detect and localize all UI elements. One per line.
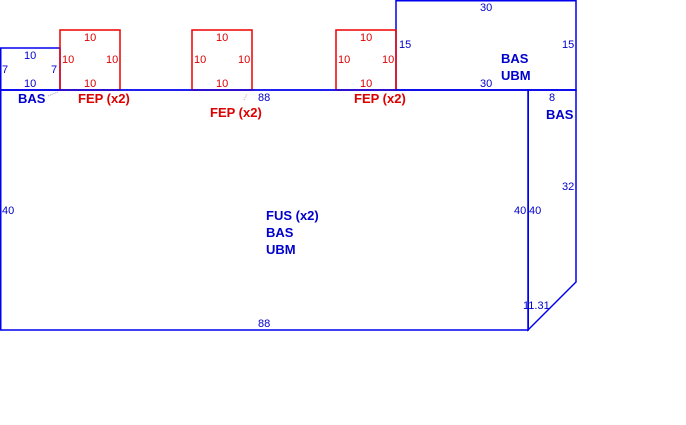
fep-right-dim: 10 <box>238 54 250 66</box>
fep-label: FEP (x2) <box>354 91 406 106</box>
small-bas-top-dim: 10 <box>24 50 36 62</box>
small-bas-label: BAS <box>18 91 46 106</box>
fep-label: FEP (x2) <box>210 105 262 120</box>
fep-bottom-dim: 10 <box>216 78 228 90</box>
fus-label: UBM <box>266 242 296 257</box>
fep-right-dim: 10 <box>382 54 394 66</box>
small-bas-left-dim: 7 <box>2 64 8 76</box>
fep-right-dim: 10 <box>106 54 118 66</box>
fus-left-dim: 40 <box>2 205 14 217</box>
fus-label: BAS <box>266 225 294 240</box>
fus-right-dim: 40 <box>514 205 526 217</box>
side-right-dim: 32 <box>562 181 574 193</box>
side-top-dim: 8 <box>549 92 555 104</box>
upper-bottom-dim: 30 <box>480 78 492 90</box>
fep-bottom-dim: 10 <box>360 78 372 90</box>
upper-label: BAS <box>501 51 529 66</box>
fep-bottom-dim: 10 <box>84 78 96 90</box>
small-bas-right-dim: 7 <box>51 64 57 76</box>
fep-label: FEP (x2) <box>78 91 130 106</box>
small-bas-bottom-dim: 10 <box>24 78 36 90</box>
upper-panel[interactable] <box>395 0 577 91</box>
fep-left-dim: 10 <box>194 54 206 66</box>
fus-label: FUS (x2) <box>266 208 319 223</box>
fus-panel[interactable] <box>0 89 529 331</box>
fep-left-dim: 10 <box>338 54 350 66</box>
upper-top-dim: 30 <box>480 2 492 14</box>
fep-left-dim: 10 <box>62 54 74 66</box>
fus-top-dim: 88 <box>258 92 270 104</box>
fep-top-dim: 10 <box>84 32 96 44</box>
leader-line <box>47 91 59 97</box>
fep-top-dim: 10 <box>216 32 228 44</box>
side-left-dim: 40 <box>529 205 541 217</box>
upper-right-dim: 15 <box>562 39 574 51</box>
leader-line <box>243 93 248 101</box>
fus-bottom-dim: 88 <box>258 318 270 330</box>
fep-top-dim: 10 <box>360 32 372 44</box>
upper-left-dim: 15 <box>399 39 411 51</box>
side-label: BAS <box>546 107 574 122</box>
side-diag-dim: 11.31 <box>523 300 550 312</box>
upper-label: UBM <box>501 68 531 83</box>
